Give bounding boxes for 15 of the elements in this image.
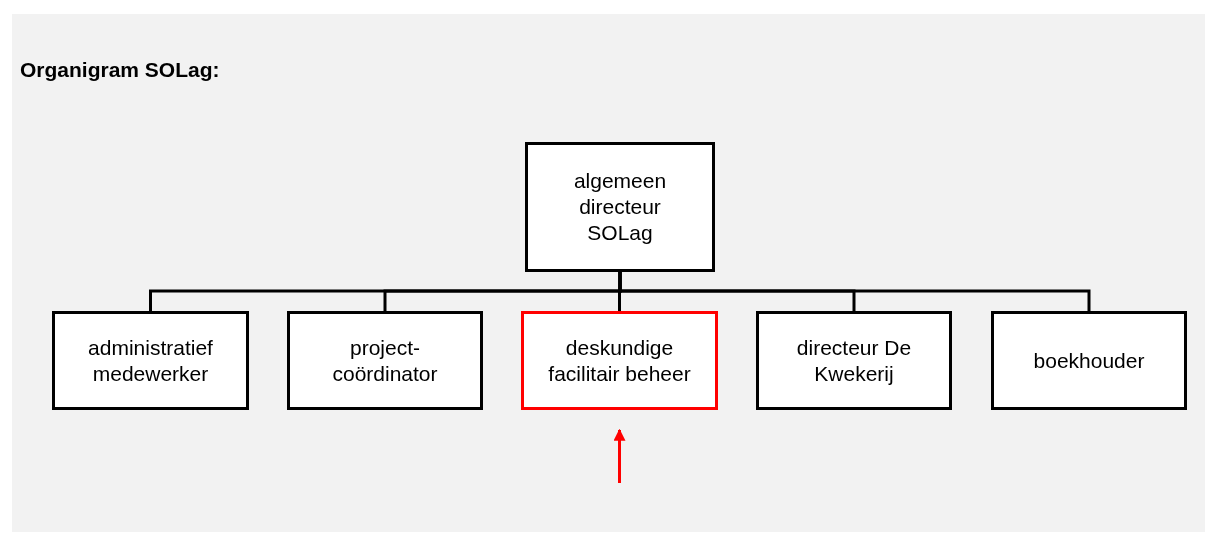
pointer-arrow bbox=[613, 428, 626, 483]
role-box bbox=[991, 311, 1187, 410]
role-box bbox=[287, 311, 483, 410]
role-title: algemeen directeur SOLag bbox=[573, 169, 667, 244]
role-box bbox=[521, 311, 718, 410]
director-box bbox=[525, 142, 715, 272]
role-title: administratief medewerker bbox=[88, 335, 213, 385]
connector-line bbox=[618, 272, 1091, 311]
role-title: project-coördinator bbox=[332, 335, 438, 385]
role-box bbox=[756, 311, 952, 410]
role-title: boekhouder bbox=[1033, 348, 1145, 372]
diagram-title: Organigram SOLag: bbox=[20, 58, 220, 82]
role-title: deskundige facilitair beheer bbox=[548, 335, 691, 385]
role-box bbox=[52, 311, 249, 410]
role-title: directeur De Kwekerij bbox=[796, 335, 912, 385]
